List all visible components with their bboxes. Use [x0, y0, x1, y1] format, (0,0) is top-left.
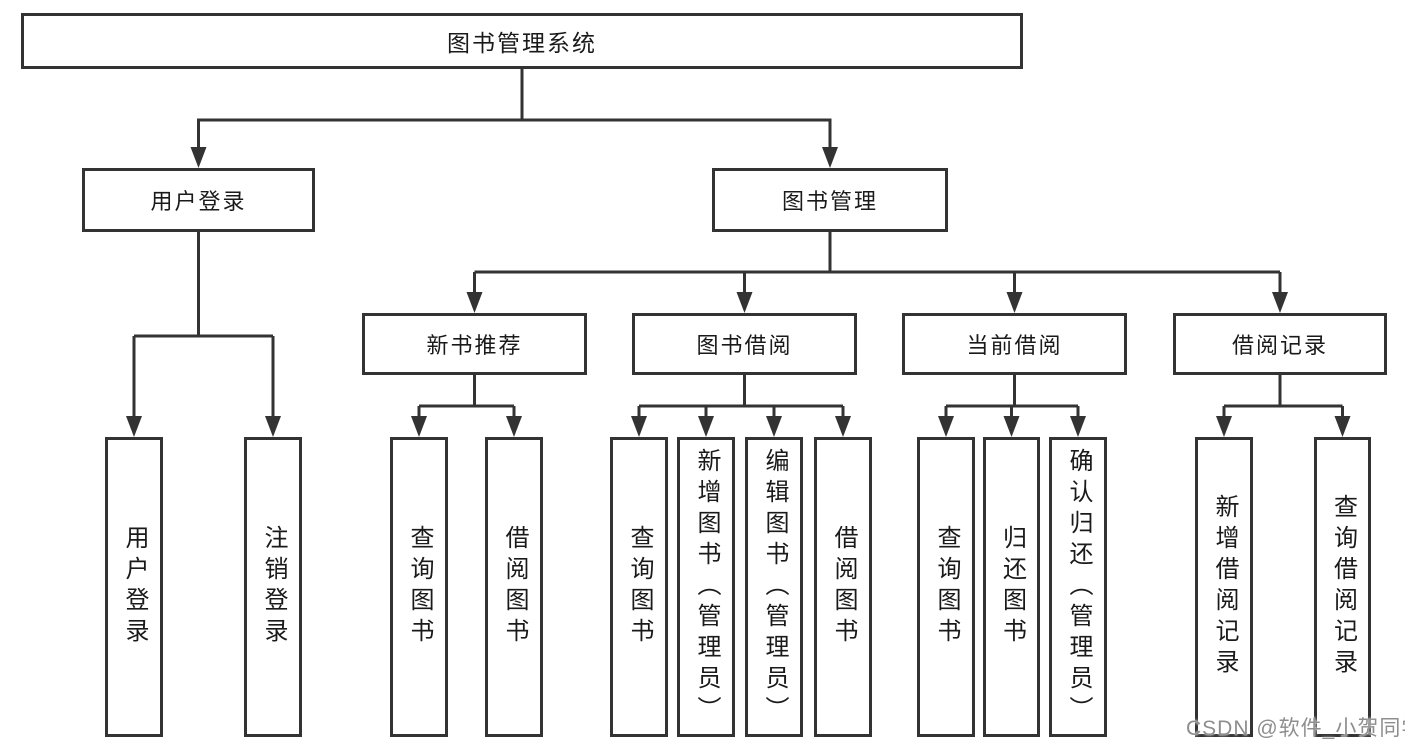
leaf-edit-book-admin: 编辑图书（管理员）: [745, 437, 803, 737]
leaf-query-books-current: 查询图书: [917, 437, 975, 737]
node-current-borrow: 当前借阅: [902, 313, 1127, 375]
leaf-add-book-admin: 新增图书（管理员）: [677, 437, 735, 737]
node-new-book-recommend: 新书推荐: [362, 313, 587, 375]
arrowheads: [126, 147, 1351, 437]
csdn-watermark: CSDN @软件_小贺同学: [1186, 717, 1405, 740]
leaf-borrow-books-recommend: 借阅图书: [485, 437, 543, 737]
leaf-query-borrow-record: 查询借阅记录: [1314, 437, 1371, 737]
node-book-borrow-label: 图书借阅: [696, 333, 793, 358]
node-user-login: 用户登录: [82, 168, 315, 232]
leaf-user-login: 用户登录: [105, 437, 163, 737]
leaf-add-book-admin-label: 新增图书（管理员）: [693, 447, 720, 727]
leaf-borrow-books-recommend-label: 借阅图书: [501, 525, 528, 649]
node-user-login-label: 用户登录: [150, 189, 247, 214]
leaf-edit-book-admin-label: 编辑图书（管理员）: [761, 447, 788, 727]
leaf-query-books-current-label: 查询图书: [933, 525, 960, 649]
leaf-return-book-label: 归还图书: [998, 525, 1026, 649]
leaf-confirm-return-admin: 确认归还（管理员）: [1049, 437, 1107, 737]
leaf-borrow-books-label: 借阅图书: [830, 525, 857, 649]
leaf-query-books-recommend: 查询图书: [390, 437, 448, 737]
leaf-add-borrow-record: 新增借阅记录: [1195, 437, 1253, 737]
node-new-book-recommend-label: 新书推荐: [426, 333, 523, 358]
leaf-query-books-borrow-label: 查询图书: [626, 525, 653, 649]
leaf-logout: 注销登录: [244, 437, 302, 737]
leaf-user-login-label: 用户登录: [121, 525, 148, 649]
leaf-confirm-return-admin-label: 确认归还（管理员）: [1065, 447, 1092, 727]
node-book-management: 图书管理: [712, 168, 948, 232]
node-book-management-label: 图书管理: [781, 189, 878, 214]
node-book-borrow: 图书借阅: [632, 313, 857, 375]
leaf-logout-label: 注销登录: [260, 525, 287, 649]
node-root: 图书管理系统: [21, 13, 1023, 69]
leaf-query-books-recommend-label: 查询图书: [406, 525, 433, 649]
leaf-query-books-borrow: 查询图书: [610, 437, 668, 737]
leaf-query-borrow-record-label: 查询借阅记录: [1329, 494, 1357, 680]
leaf-borrow-books: 借阅图书: [814, 437, 872, 737]
node-borrow-records: 借阅记录: [1173, 313, 1387, 375]
node-current-borrow-label: 当前借阅: [966, 333, 1063, 358]
node-borrow-records-label: 借阅记录: [1231, 333, 1328, 358]
leaf-add-borrow-record-label: 新增借阅记录: [1211, 494, 1238, 680]
leaf-return-book: 归还图书: [983, 437, 1040, 737]
node-root-label: 图书管理系统: [447, 30, 597, 56]
